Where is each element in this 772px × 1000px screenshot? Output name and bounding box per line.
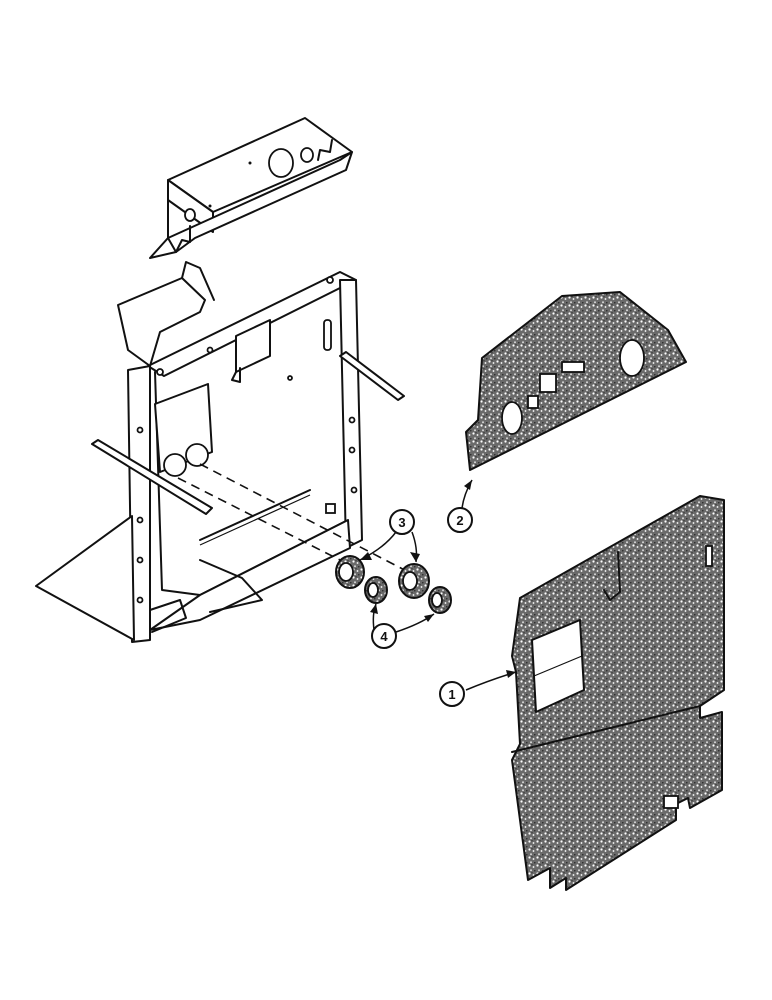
bushing-4-left [364, 576, 388, 604]
callout-label-1: 1 [448, 687, 455, 702]
callout-2: 2 [447, 479, 473, 533]
upper-insulation-pad [465, 291, 687, 471]
callout-label-3: 3 [398, 515, 405, 530]
callout-4: 4 [370, 603, 435, 649]
bushing-3-left [335, 555, 365, 589]
top-bracket-plate [149, 117, 353, 259]
main-insulation-mat [511, 495, 725, 891]
main-frame [35, 261, 405, 643]
bushing-3-right [398, 563, 430, 599]
callout-1: 1 [439, 670, 517, 707]
callout-3: 3 [359, 509, 420, 563]
alignment-lines [177, 463, 421, 579]
bushing-4-right [428, 586, 452, 614]
callout-label-4: 4 [380, 629, 388, 644]
callout-label-2: 2 [456, 513, 463, 528]
